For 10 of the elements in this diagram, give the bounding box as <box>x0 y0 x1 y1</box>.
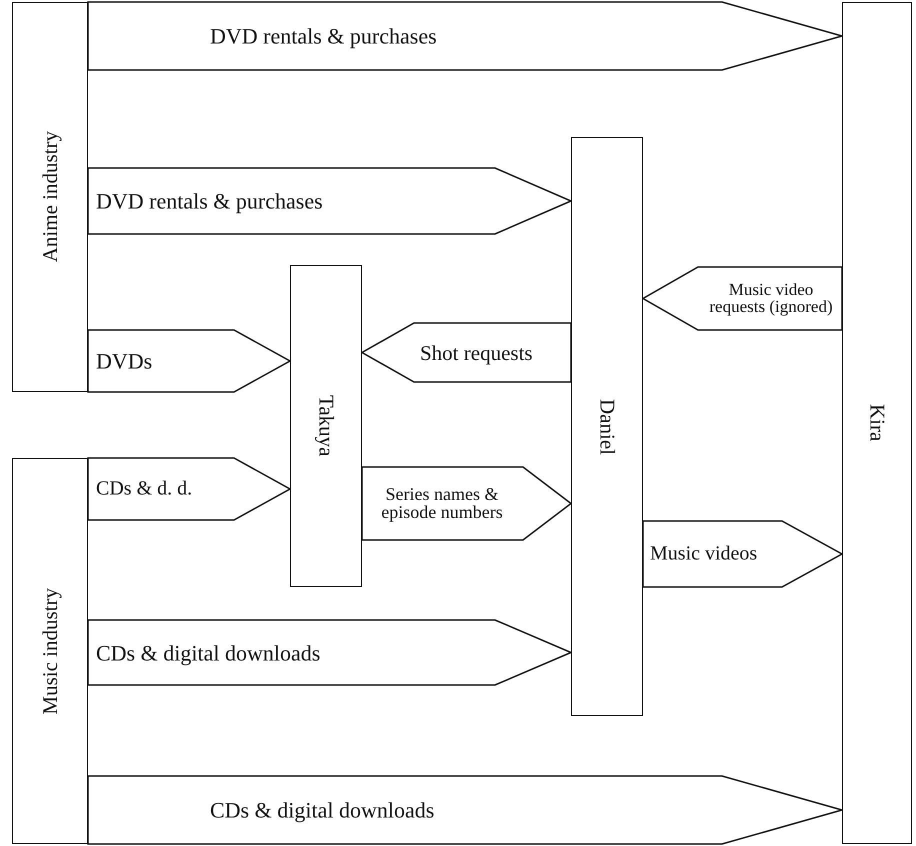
actor-box <box>12 2 88 392</box>
actor-box <box>571 137 643 716</box>
actor-box <box>12 458 88 844</box>
actor-box <box>842 2 912 844</box>
actor-name: Daniel <box>594 398 620 454</box>
actor-name: Kira <box>864 404 890 442</box>
actor-name: Takuya <box>314 395 338 457</box>
actor-box <box>290 265 362 587</box>
actor-name: Music industry <box>38 588 62 714</box>
actor-name: Anime industry <box>38 131 62 263</box>
